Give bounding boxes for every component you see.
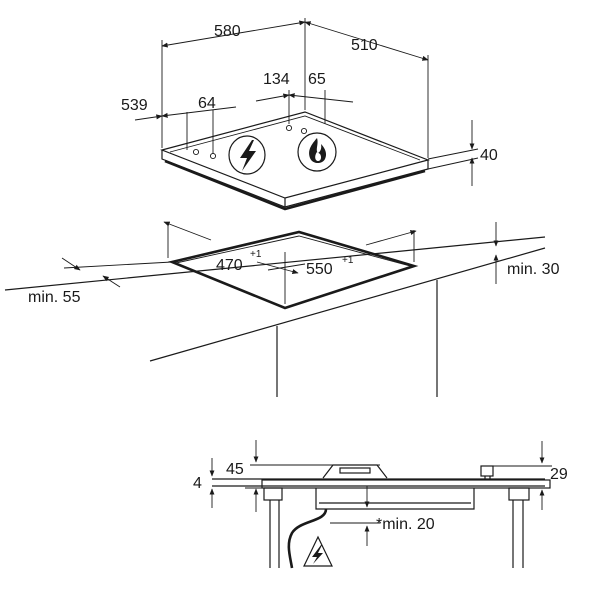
electric-warning-icon bbox=[303, 535, 333, 567]
depth-total-label: 510 bbox=[351, 37, 378, 54]
left-edge-label: 539 bbox=[121, 97, 148, 114]
min-front-label: min. 55 bbox=[28, 289, 81, 306]
lightning-icon bbox=[240, 140, 256, 171]
left-offset-label: 64 bbox=[198, 95, 216, 112]
min-rear-label: min. 30 bbox=[507, 261, 560, 278]
dimension-min-rear: min. 30 bbox=[493, 222, 560, 284]
cutout-width-tolerance: +1 bbox=[250, 249, 262, 260]
cutout-depth-label: 550 bbox=[306, 261, 333, 278]
center-a-label: 134 bbox=[263, 71, 290, 88]
dimension-section-left: 4 bbox=[193, 458, 215, 508]
section-right-label: 29 bbox=[550, 466, 568, 483]
dimension-center-offsets: 134 65 bbox=[255, 71, 354, 124]
height-label: 40 bbox=[480, 147, 498, 164]
cutout-width-label: 470 bbox=[216, 257, 243, 274]
dimension-left-offsets: 539 64 bbox=[121, 95, 237, 154]
dimension-depth: 510 bbox=[304, 21, 429, 158]
section-total-label: 45 bbox=[226, 461, 244, 478]
dimension-min-front: min. 55 bbox=[28, 257, 173, 306]
dimension-min-below: *min. 20 bbox=[330, 486, 435, 546]
dimension-height: 40 bbox=[427, 120, 498, 186]
dimension-section-total: 45 bbox=[226, 440, 380, 512]
section-left-label: 4 bbox=[193, 475, 202, 492]
dimension-section-right: 29 bbox=[490, 441, 568, 510]
width-total-label: 580 bbox=[214, 23, 241, 40]
flame-icon bbox=[309, 138, 327, 164]
dimension-cutout-width: 470 +1 bbox=[163, 221, 299, 304]
worktop bbox=[4, 230, 546, 397]
min-below-label: *min. 20 bbox=[376, 516, 435, 533]
cutout-depth-tolerance: +1 bbox=[342, 255, 354, 266]
hob-top-view bbox=[160, 111, 430, 211]
dimension-cutout-depth: 550 +1 bbox=[267, 230, 417, 278]
center-b-label: 65 bbox=[308, 71, 326, 88]
